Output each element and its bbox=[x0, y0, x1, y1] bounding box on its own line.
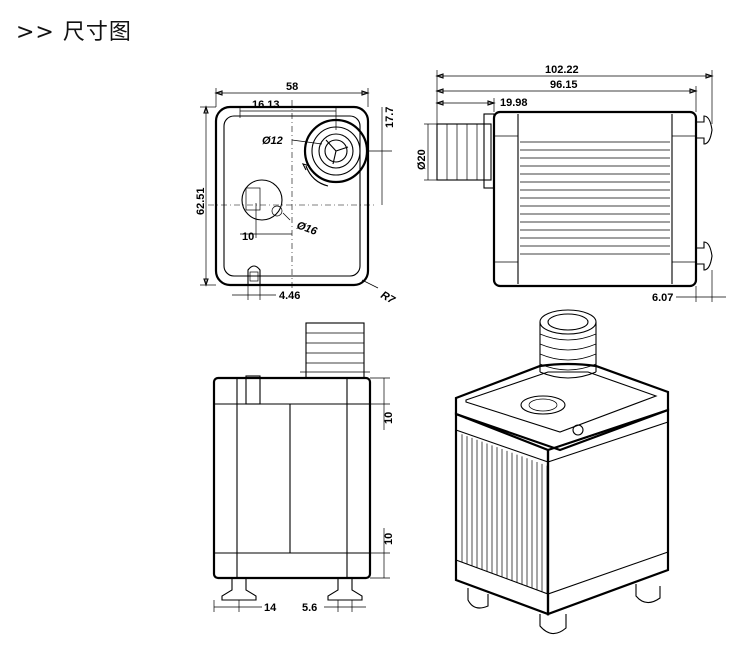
front-notch bbox=[247, 265, 261, 285]
dim-total-len: 102.22 bbox=[545, 64, 579, 76]
side-foot-bottom bbox=[696, 241, 713, 271]
elevation-foot-left bbox=[221, 578, 257, 601]
front-view: 58 16.13 17.7 62.51 Ø12 Ø16 10 4.46 R7 bbox=[195, 81, 397, 307]
side-fins bbox=[520, 141, 670, 255]
side-body bbox=[492, 110, 698, 288]
side-view: 102.22 96.15 19.98 Ø20 6.07 bbox=[416, 64, 726, 304]
elevation-nozzle bbox=[300, 322, 370, 379]
side-foot-top bbox=[696, 115, 713, 145]
iso-fins bbox=[461, 434, 548, 594]
page-heading: >> 尺寸图 bbox=[16, 20, 132, 45]
dim-foot-w: 5.6 bbox=[302, 602, 317, 614]
dim-bottom-band: 10 bbox=[383, 533, 395, 545]
isometric-view bbox=[454, 309, 670, 635]
dim-top-band: 10 bbox=[383, 412, 395, 424]
iso-nozzle bbox=[539, 309, 597, 379]
dim-nozzle-dia: Ø20 bbox=[416, 149, 428, 170]
dim-inlet-x: 10 bbox=[242, 231, 254, 243]
dim-corner-r: R7 bbox=[379, 289, 398, 307]
elevation-body bbox=[212, 376, 372, 580]
iso-right-face bbox=[546, 408, 670, 616]
iso-foot-3 bbox=[635, 584, 661, 604]
inlet-port bbox=[241, 179, 291, 238]
iso-top-face bbox=[454, 362, 670, 452]
dim-width: 58 bbox=[286, 81, 298, 93]
outlet-port bbox=[301, 118, 369, 187]
iso-foot-1 bbox=[467, 588, 489, 609]
elevation-view: 10 10 14 5.6 bbox=[212, 322, 395, 614]
dim-foot-gap: 14 bbox=[264, 602, 277, 614]
dim-outlet-dia: Ø12 bbox=[262, 135, 283, 147]
dim-foot-len: 6.07 bbox=[652, 292, 673, 304]
dim-inlet-offset: 16.13 bbox=[252, 99, 280, 111]
dim-outlet-offset: 17.7 bbox=[384, 107, 396, 128]
iso-foot-2 bbox=[539, 614, 567, 635]
dim-inlet-dia: Ø16 bbox=[295, 220, 319, 239]
dim-notch-w: 4.46 bbox=[279, 290, 300, 302]
dim-len-no-feet: 96.15 bbox=[550, 79, 578, 91]
dim-nozzle-len: 19.98 bbox=[500, 97, 528, 109]
side-nozzle bbox=[436, 113, 495, 189]
dim-height: 62.51 bbox=[195, 187, 207, 215]
elevation-foot-right bbox=[327, 578, 363, 601]
